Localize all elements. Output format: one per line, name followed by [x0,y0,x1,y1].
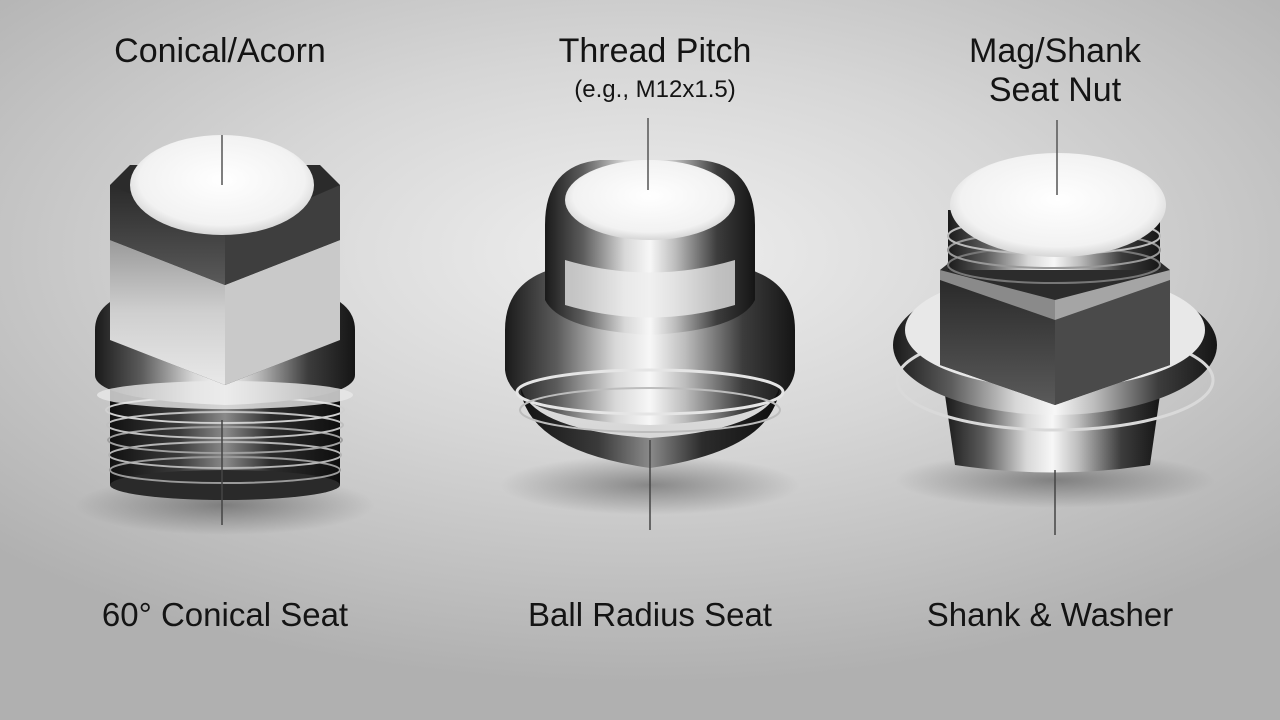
conical-seat-caption: 60° Conical Seat [101,596,349,633]
shank-washer-caption: Shank & Washer [926,596,1174,633]
mag-shank-label-line2: Seat Nut [988,71,1122,109]
ball-seat-lug-nut [500,118,800,530]
thread-pitch-label: Thread Pitch [558,32,752,70]
mag-shank-label-line1: Mag/Shank [969,32,1141,70]
ball-radius-seat-caption: Ball Radius Seat [528,596,772,633]
mag-shank-lug-nut [893,120,1217,535]
conical-acorn-label: Conical/Acorn [114,32,326,70]
conical-lug-nut [75,135,375,535]
thread-pitch-example-label: (e.g., M12x1.5) [574,76,736,103]
